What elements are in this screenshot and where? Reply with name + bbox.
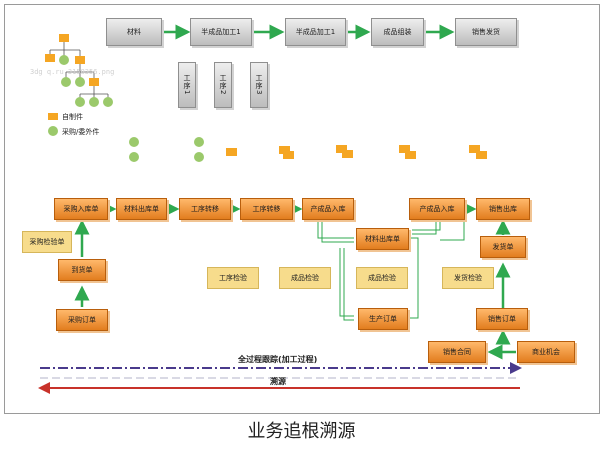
node-semi-inspection: 成品检验 [279,267,331,289]
watermark: 3dg q.ru 3158356.png [30,68,115,76]
flow-step-material: 材料 [106,18,162,46]
legend-node-purchased [75,97,85,107]
legend-node-self-made [59,34,69,42]
self-made-part-icon [469,145,480,153]
main-flow-arrows [74,201,516,360]
node-process-transfer-1: 工序转移 [179,198,231,220]
legend-key-self-made [48,113,58,120]
node-product-in-2: 产成品入库 [409,198,465,220]
legend-node-purchased [61,77,71,87]
node-business-opportunity: 商业机会 [517,341,575,363]
node-purchase-in: 采购入库单 [54,198,108,220]
node-production-order: 生产订单 [358,308,408,330]
self-made-part-icon [405,151,416,159]
node-material-out-2: 材料出库单 [356,228,409,250]
flow-step-shipping: 销售发货 [455,18,517,46]
legend-tree [49,42,109,98]
process-2: 工序2 [214,62,232,108]
node-process-inspection: 工序检验 [207,267,259,289]
process-1: 工序1 [178,62,196,108]
legend-node-purchased [103,97,113,107]
flow-step-assembly: 成品组装 [371,18,424,46]
legend-node-purchased [59,55,69,65]
legend-node-self-made [45,54,55,62]
process-3: 工序3 [250,62,268,108]
purchased-part-icon [194,137,204,147]
legend-label-purchased: 采购/委外件 [62,128,100,136]
node-arrival: 到货单 [58,259,106,281]
legend-node-purchased [89,97,99,107]
node-delivery: 发货单 [480,236,526,258]
self-made-part-icon [279,146,290,154]
flow-step-semi-process-2: 半成品加工1 [285,18,346,46]
purchased-part-icon [129,137,139,147]
production-loop [317,220,465,321]
legend-node-purchased [75,77,85,87]
tracking-label: 全过程跟踪(加工过程) [238,355,318,364]
self-made-part-icon [336,145,347,153]
node-product-inspection: 成品检验 [356,267,408,289]
tracing-label: 溯源 [270,377,286,386]
diagram-caption: 业务追根溯源 [247,421,356,442]
self-made-part-icon [476,151,487,159]
self-made-part-icon [342,150,353,158]
node-product-in-1: 产成品入库 [302,198,354,220]
node-purchase-order: 采购订单 [56,309,108,331]
legend-node-self-made [89,78,99,86]
legend-label-self-made: 自制件 [62,113,83,121]
node-process-transfer-2: 工序转移 [240,198,293,220]
node-shipment-inspection: 发货检验 [442,267,494,289]
self-made-part-icon [283,151,294,159]
self-made-part-icon [399,145,410,153]
node-purchase-inspection: 采购检验单 [22,231,72,253]
node-sales-order: 销售订单 [476,308,528,330]
flow-step-semi-process-1: 半成品加工1 [190,18,252,46]
legend-node-self-made [75,56,85,64]
node-sales-out: 销售出库 [476,198,530,220]
legend-key-purchased [48,126,58,136]
node-material-out-1: 材料出库单 [116,198,167,220]
self-made-part-icon [226,148,237,156]
purchased-part-icon [129,152,139,162]
purchased-part-icon [194,152,204,162]
node-sales-contract: 销售合同 [428,341,486,363]
